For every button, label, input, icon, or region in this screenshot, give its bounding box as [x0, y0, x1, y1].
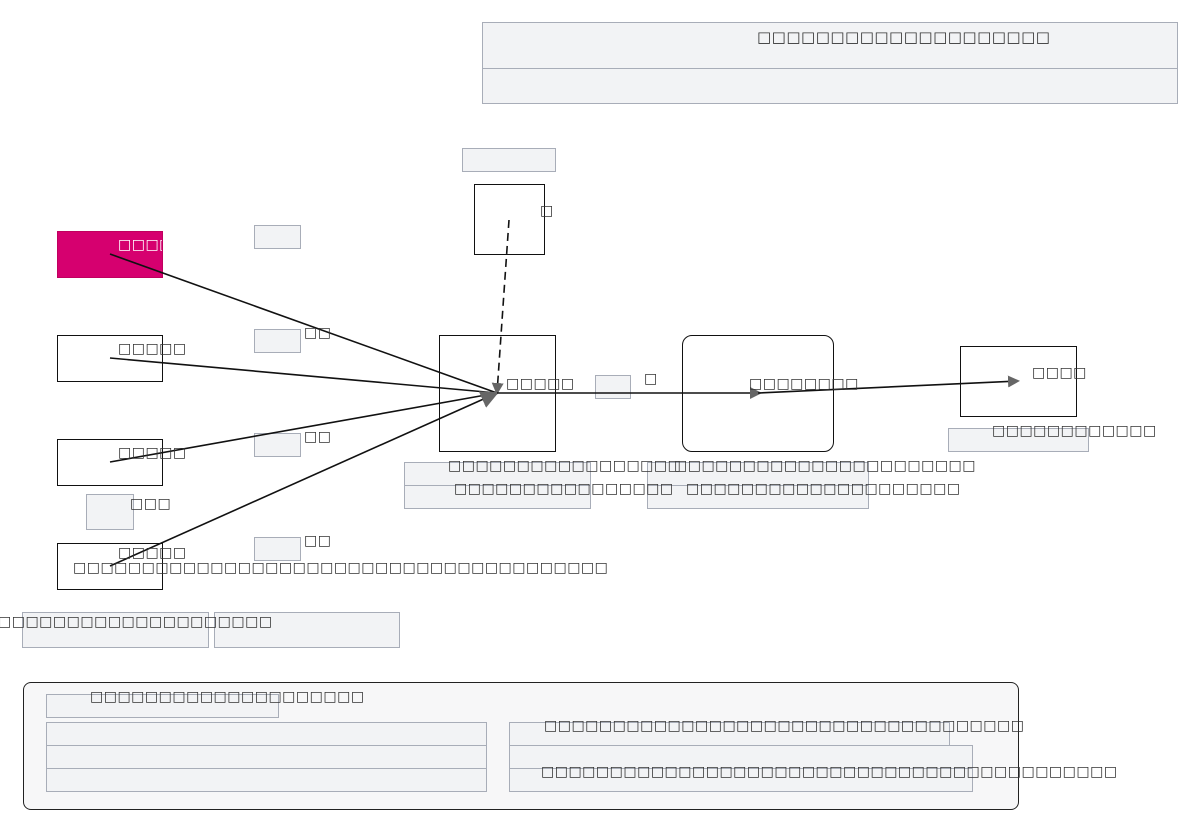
process-node-label: □□□□□□□□ — [749, 376, 859, 392]
hub-edge-label-box — [595, 375, 631, 399]
top-node-caption-box — [462, 148, 556, 172]
source-node-3-label: □□□□□ — [118, 445, 187, 461]
source-node-1-label: □□□□□ — [118, 237, 162, 253]
bottom-panel-left-row-2 — [46, 745, 487, 769]
source-node-2-label: □□□□□ — [118, 341, 187, 357]
diagram-title: □□□□□□□□□□□□□□□□□□□□ — [757, 28, 1051, 46]
process-notes-box-2 — [647, 485, 869, 509]
edge-label-box-1 — [254, 225, 301, 249]
bottom-panel-right-line2: □□□□□□□□□□□□□□□□□□□□□□□□□□□□□□□□□□□□□□□□… — [541, 764, 1118, 780]
hub-notes-box-2 — [404, 485, 591, 509]
edge-label-box-4 — [254, 537, 301, 561]
edge-label-box-3 — [254, 433, 301, 457]
bottom-panel-right-row-3 — [509, 768, 973, 792]
edge-source3-hub[interactable] — [109, 392, 498, 463]
edge-label-hub-process: □ — [644, 371, 658, 387]
bottom-panel-left-row-3 — [46, 768, 487, 792]
bottom-panel-heading-box — [46, 694, 279, 718]
edge-process-sink[interactable] — [757, 375, 1020, 394]
source-node-3[interactable] — [57, 439, 163, 486]
process-notes-line2: □□□□□□□□□□□□□□□□□□□□ — [686, 481, 961, 497]
legend-swatch — [86, 494, 134, 530]
title-panel-top — [482, 22, 1178, 70]
top-node[interactable] — [474, 184, 545, 255]
footer-box-right — [214, 612, 400, 648]
edge-label-source4: □□ — [304, 533, 332, 549]
legend-label: □□□ — [130, 496, 172, 512]
top-node-label: □ — [540, 203, 554, 219]
long-caption: □□□□□□□□□□□□□□□□□□□□□□□□□□□□□□□□□□□□□□□ — [73, 560, 609, 576]
footer-box-left — [22, 612, 209, 648]
footer-row-text: □□□□□□□□□□□□□□□□□□□□ — [0, 614, 273, 630]
edge-source4-hub[interactable] — [109, 391, 499, 567]
title-panel-bottom — [482, 68, 1178, 104]
hub-notes-line2: □□□□□□□□□□□□□□□□ — [454, 481, 674, 497]
process-notes-line1: □□□□□□□□□□□□□□□□□□□□□□ — [674, 458, 977, 474]
sink-notes-line1: □□□□□□□□□□□□ — [992, 423, 1157, 439]
sink-notes-box — [948, 428, 1089, 452]
edge-source2-hub[interactable] — [109, 357, 498, 394]
edge-label-source2: □□ — [304, 325, 332, 341]
bottom-panel-right-line1: □□□□□□□□□□□□□□□□□□□□□□□□□□□□□□□□□□□ — [544, 718, 1025, 734]
edge-source1-hub[interactable] — [109, 253, 498, 394]
hub-node-label: □□□□□ — [506, 376, 575, 392]
bottom-panel-heading: □□□□□□□□□□□□□□□□□□□□ — [90, 689, 365, 705]
sink-node-label: □□□□ — [1032, 365, 1087, 381]
edge-label-box-2 — [254, 329, 301, 353]
edge-top-hub-dashed[interactable] — [491, 219, 510, 395]
hub-notes-line1: □□□□□□□□□□□□□□□□□ — [448, 458, 682, 474]
process-notes-box-1 — [647, 462, 869, 486]
source-node-4-label: □□□□□ — [118, 545, 187, 561]
bottom-panel-left-row-1 — [46, 722, 487, 746]
edge-label-source3: □□ — [304, 429, 332, 445]
